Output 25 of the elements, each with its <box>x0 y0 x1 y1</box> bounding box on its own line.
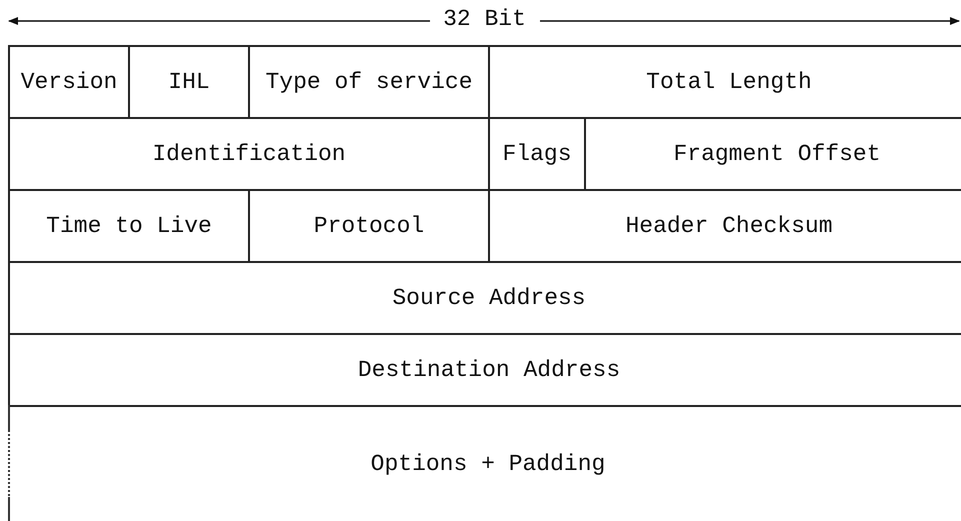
header-field <box>8 189 248 261</box>
field-name: IHL <box>168 69 210 95</box>
field-name: Total Length <box>646 69 812 95</box>
header-field <box>8 333 961 405</box>
field-name: Identification <box>152 141 346 167</box>
field-name: Type of service <box>265 69 473 95</box>
field-name: Source Address <box>392 285 586 311</box>
header-field <box>8 45 128 117</box>
header-field <box>488 189 961 261</box>
header-field <box>128 45 248 117</box>
header-field <box>8 117 488 189</box>
header-field <box>584 117 961 189</box>
field-name: Version <box>20 69 118 95</box>
field-name: Header Checksum <box>625 213 833 239</box>
field-name: Options + Padding <box>370 451 606 477</box>
header-field <box>248 45 488 117</box>
field-name: Protocol <box>314 213 424 239</box>
field-name: Destination Address <box>358 357 620 383</box>
header-field <box>488 117 584 189</box>
header-field <box>488 45 961 117</box>
field-name: Fragment Offset <box>673 141 881 167</box>
field-name: Flags <box>502 141 572 167</box>
header-field <box>248 189 488 261</box>
header-field <box>8 261 961 333</box>
field-name: Time to Live <box>46 213 212 239</box>
